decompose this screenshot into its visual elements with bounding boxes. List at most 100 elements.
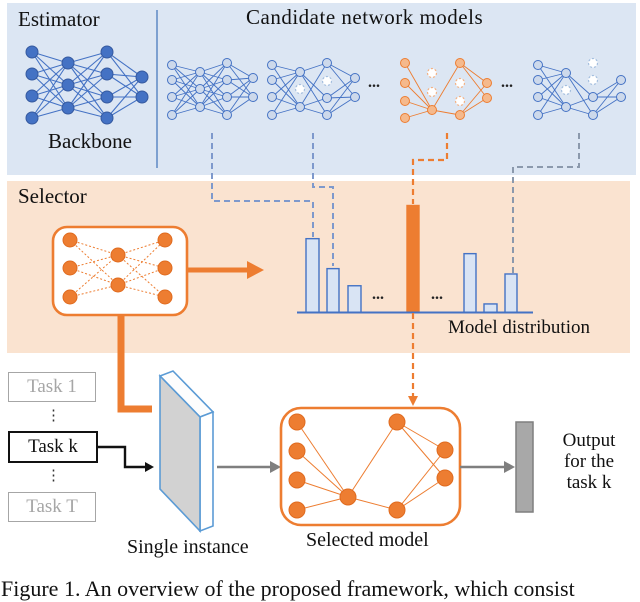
- neural-networks: [25, 45, 626, 519]
- network-edge: [67, 96, 108, 109]
- task-vdots-1: ⋮: [46, 408, 61, 424]
- network-edge: [296, 479, 349, 498]
- network-edge: [199, 79, 228, 108]
- network-edge: [459, 82, 488, 116]
- network-edge: [69, 254, 119, 298]
- network-node: [61, 78, 75, 92]
- network-node: [533, 60, 543, 70]
- candidate-title: Candidate network models: [246, 5, 484, 29]
- network-edge: [271, 71, 301, 98]
- network-node: [167, 110, 177, 120]
- network-node: [195, 67, 205, 77]
- network-node: [533, 110, 543, 120]
- network-edge: [226, 77, 254, 98]
- network-node: [288, 471, 306, 489]
- network-edge: [299, 71, 328, 116]
- network-node: [100, 90, 114, 104]
- network-node: [533, 75, 543, 85]
- network-edge: [106, 51, 143, 78]
- network-edge: [565, 72, 594, 116]
- network-node: [267, 92, 277, 102]
- network-edge: [296, 450, 349, 498]
- selector-to-instance-elbow: [117, 315, 152, 413]
- task-T-box: Task T: [8, 492, 96, 522]
- network-edge: [459, 62, 488, 84]
- network-edge: [592, 79, 622, 98]
- network-node: [222, 58, 232, 68]
- network-node: [482, 78, 492, 88]
- network-node: [322, 58, 332, 68]
- task-vdots-2: ⋮: [46, 468, 61, 484]
- network-node: [322, 93, 332, 103]
- network-node: [222, 92, 232, 102]
- network-edge: [69, 239, 119, 256]
- network-edge: [67, 107, 108, 119]
- bars-ellipsis-2: ...: [431, 286, 443, 303]
- selected-model-label: Selected model: [306, 529, 429, 551]
- figure-caption: Figure 1. An overview of the proposed fr…: [1, 576, 575, 601]
- network-edge: [592, 79, 622, 116]
- network-node: [295, 67, 305, 77]
- network-edge: [199, 62, 228, 108]
- network-node: [400, 96, 410, 106]
- network-edge: [226, 79, 254, 98]
- estimator-label: Estimator: [18, 7, 100, 31]
- network-node: [561, 68, 571, 78]
- model-distribution-bars: [305, 204, 518, 314]
- network-node: [222, 110, 232, 120]
- network-edge: [117, 267, 166, 286]
- network-node-dropped: [426, 67, 438, 79]
- candidates-ellipsis-2: ...: [501, 74, 513, 91]
- network-node: [25, 111, 39, 125]
- network-node: [267, 75, 277, 85]
- network-node: [588, 110, 598, 120]
- network-edge: [565, 72, 594, 98]
- network-selected-model-net: [288, 413, 454, 519]
- task-k-box: Task k: [8, 431, 98, 463]
- network-edge: [106, 76, 143, 98]
- network-edge: [226, 96, 254, 116]
- dashed-arrowhead: [408, 396, 418, 406]
- instance-arrowhead: [270, 461, 281, 473]
- output-arrowhead: [504, 461, 515, 473]
- network-edge: [299, 62, 328, 108]
- network-edge: [592, 96, 622, 116]
- distribution-bar: [483, 303, 498, 314]
- network-candidate-1: [167, 58, 258, 120]
- network-edge: [396, 477, 446, 511]
- network-node: [267, 110, 277, 120]
- network-node: [167, 75, 177, 85]
- network-node: [388, 501, 406, 519]
- network-edge: [226, 77, 254, 116]
- network-node: [400, 78, 410, 88]
- network-edge: [171, 71, 201, 98]
- dashed-connector-candidate3-upper: [411, 133, 449, 204]
- network-edge: [396, 421, 446, 451]
- network-node: [427, 105, 437, 115]
- network-edge: [69, 239, 119, 286]
- network-node: [25, 45, 39, 59]
- network-edge: [117, 254, 166, 269]
- network-node: [157, 260, 173, 276]
- distribution-bar: [326, 267, 340, 314]
- network-node: [100, 67, 114, 81]
- network-node: [400, 58, 410, 68]
- network-node: [295, 102, 305, 112]
- network-node: [135, 90, 149, 104]
- output-label: Output for the task k: [548, 430, 630, 493]
- selector-label: Selector: [18, 184, 87, 208]
- network-edge: [404, 62, 433, 111]
- network-edge: [326, 77, 356, 99]
- network-edge: [296, 421, 349, 498]
- network-node: [322, 110, 332, 120]
- network-node-dropped: [587, 57, 599, 69]
- network-edge: [31, 62, 69, 119]
- candidates-ellipsis-1: ...: [368, 74, 380, 91]
- network-node: [561, 102, 571, 112]
- network-node: [222, 75, 232, 85]
- network-node-dropped: [294, 83, 306, 95]
- network-edge: [171, 71, 201, 116]
- network-edge: [67, 73, 108, 109]
- network-node-dropped: [587, 74, 599, 86]
